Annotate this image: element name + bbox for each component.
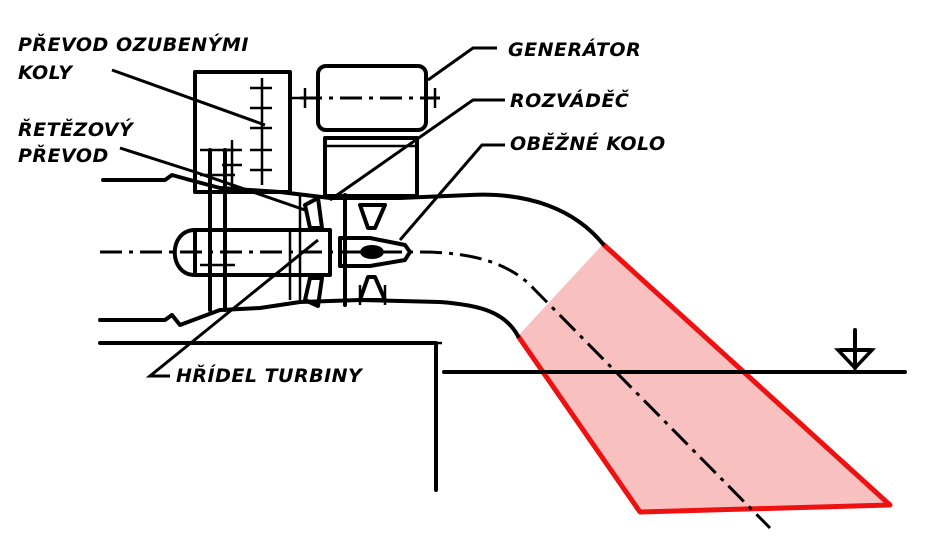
label-rozvadec: ROZVÁDĚČ <box>510 88 629 112</box>
label-koly: KOLY <box>18 62 74 84</box>
label-prevod: PŘEVOD <box>18 144 109 167</box>
draft-tube <box>515 242 893 515</box>
shaft-housing <box>172 195 332 300</box>
leader-lines <box>111 46 505 378</box>
guide-vanes <box>303 193 347 308</box>
runner <box>338 203 412 305</box>
shaft-axis <box>100 250 772 530</box>
label-retezovy: ŘETĚZOVÝ <box>18 118 135 141</box>
draft-tube-outline <box>515 242 893 515</box>
generator <box>300 64 440 132</box>
label-generator: GENERÁTOR <box>508 38 641 61</box>
label-prevod-ozubenymi: PŘEVOD OZUBENÝMI <box>18 33 249 56</box>
label-hridel-turbiny: HŘÍDEL TURBINY <box>176 364 364 387</box>
pipe-walls <box>98 173 605 338</box>
gear-transmission <box>193 70 320 194</box>
water-level-icon <box>833 328 877 371</box>
label-obezne-kolo: OBĚŽNÉ KOLO <box>510 132 666 155</box>
generator-frame <box>323 136 419 198</box>
draft-tube-fill <box>518 244 890 512</box>
